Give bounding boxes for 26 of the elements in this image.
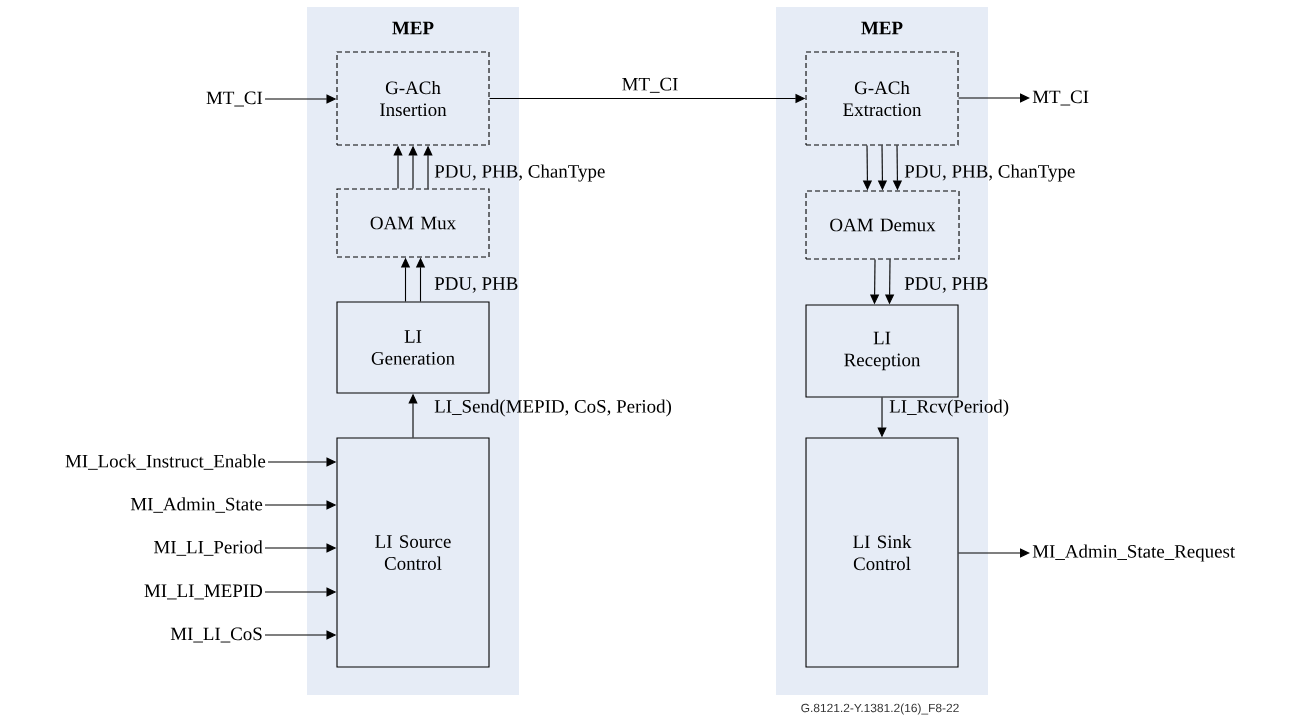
signal-label: MI_Lock_Instruct_Enable [65, 454, 266, 470]
signal-label: MT_CI [206, 91, 263, 107]
signal-label: MI_Admin_State [130, 497, 263, 513]
process-box: LI Reception [805, 304, 959, 398]
edge-label: MT_CI [622, 77, 678, 93]
arrow [958, 548, 1030, 558]
signal-label: MT_CI [1032, 90, 1089, 106]
signal-label: MI_LI_CoS [170, 627, 262, 643]
edge-label: PDU, PHB, ChanType [904, 164, 1075, 182]
figure-number: G.8121.2-Y.1381.2(16)_F8-22 [801, 703, 959, 715]
function-box: OAM Mux [336, 188, 490, 258]
function-box: G-ACh Extraction [805, 51, 959, 146]
function-box: OAM Demux [805, 190, 960, 260]
signal-label: MI_LI_MEPID [144, 584, 263, 600]
edge-label: PDU, PHB [904, 277, 988, 293]
process-box: LI Sink Control [805, 437, 959, 668]
edge-label: PDU, PHB, ChanType [434, 164, 605, 182]
process-box: LI Generation [336, 301, 490, 394]
process-box: LI Source Control [336, 437, 490, 668]
edge-label: PDU, PHB [434, 277, 518, 293]
edge-label: LI_Send(MEPID, CoS, Period) [434, 399, 672, 417]
signal-label: MI_LI_Period [154, 540, 263, 556]
edge-label: LI_Rcv(Period) [889, 399, 1009, 417]
signal-label: MI_Admin_State_Request [1032, 544, 1236, 562]
function-box: G-ACh Insertion [336, 51, 490, 146]
arrow [958, 93, 1030, 103]
